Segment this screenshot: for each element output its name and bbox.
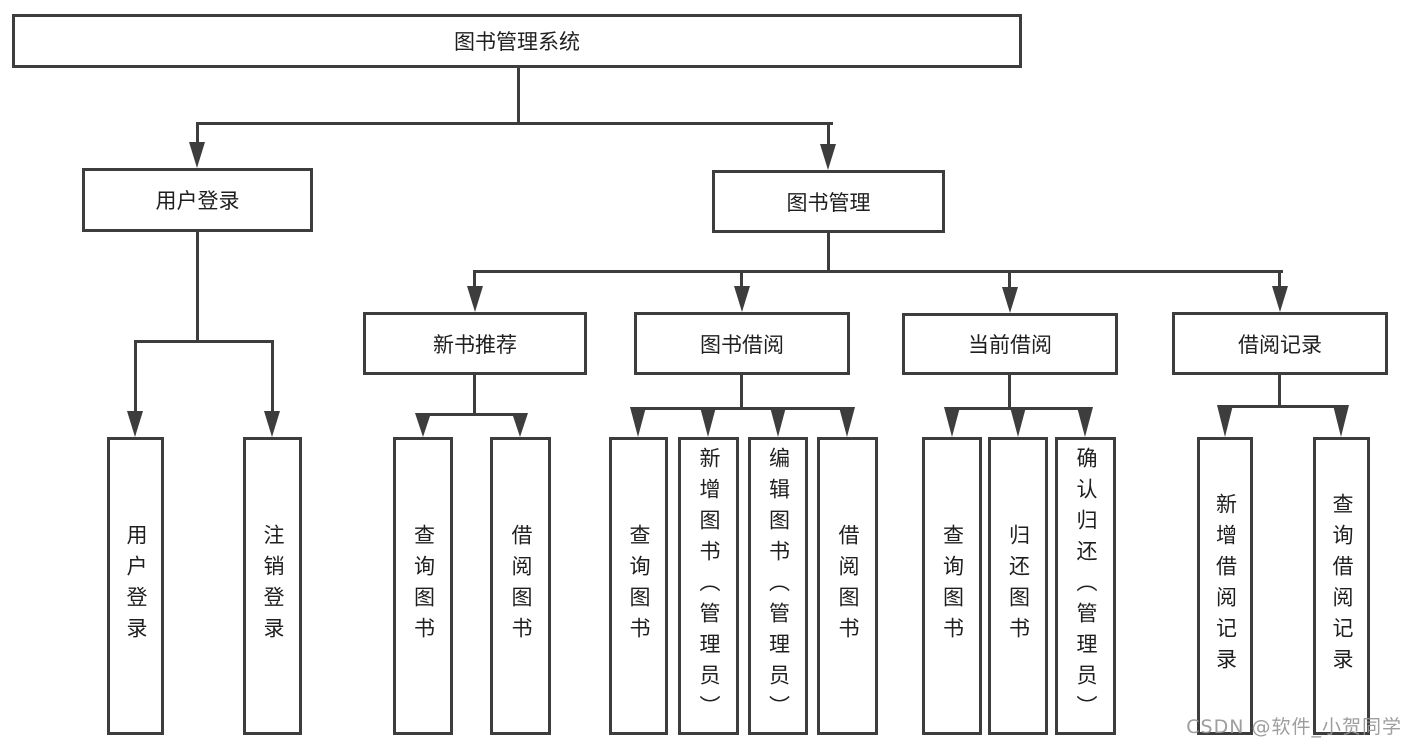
leaf-return-book: 归还图书 [988,437,1048,735]
node-book-borrow: 图书借阅 [634,312,850,375]
connector-root-splitter [196,122,833,125]
leaf-query-book-3-label: 查询图书 [940,524,965,648]
connector-new-book-recommend-splitter [421,413,523,416]
connector-user-login-stem [196,232,199,343]
leaf-confirm-return-label: 确认归还（管理员） [1074,446,1098,726]
leaf-logout: 注销登录 [243,437,302,735]
arrow-to-new-book-recommend [467,286,483,312]
connector-book-borrow-stem [740,375,743,410]
connector-root-stem [517,66,520,122]
leaf-query-book-1-label: 查询图书 [411,524,436,648]
arrow-to-confirm-return [1077,407,1093,437]
node-book-management: 图书管理 [712,170,945,233]
leaf-borrow-book-2-label: 借阅图书 [836,524,860,648]
arrow-to-add-record [1217,405,1233,437]
leaf-user-login-label: 用户登录 [124,524,148,648]
arrow-to-leaf-logout [264,411,280,437]
arrow-to-return-book [1010,407,1026,437]
leaf-add-borrow-record: 新增借阅记录 [1197,437,1253,735]
node-new-book-recommend-label: 新书推荐 [433,332,517,357]
leaf-edit-book: 编辑图书（管理员） [748,437,808,735]
node-new-book-recommend: 新书推荐 [363,312,587,375]
connector-user-login-splitter [134,340,274,343]
arrow-to-borrow-book-2 [839,407,855,437]
leaf-query-borrow-record: 查询借阅记录 [1313,437,1370,735]
node-current-borrow: 当前借阅 [902,313,1118,375]
connector-to-leaf-logout-stem [271,340,274,414]
connector-to-borrow-records-stem [1278,270,1281,290]
leaf-borrow-book-1-label: 借阅图书 [509,524,533,648]
leaf-query-book-3: 查询图书 [922,437,982,735]
arrow-to-query-record [1333,405,1349,437]
connector-to-new-book-recommend-stem [473,270,476,290]
leaf-user-login: 用户登录 [107,437,164,735]
csdn-watermark: CSDN @软件_小贺同学 [1186,716,1402,738]
node-library-management-system-label: 图书管理系统 [454,30,580,54]
leaf-logout-label: 注销登录 [261,524,285,648]
arrow-to-borrow-book-1 [512,413,528,437]
node-book-management-label: 图书管理 [786,190,871,215]
leaf-edit-book-label: 编辑图书（管理员） [766,446,791,726]
arrow-to-leaf-user-login [127,411,143,437]
leaf-borrow-book-1: 借阅图书 [490,437,551,735]
leaf-confirm-return: 确认归还（管理员） [1055,437,1116,735]
leaf-borrow-book-2: 借阅图书 [817,437,878,735]
arrow-to-book-borrow [734,286,750,312]
connector-to-book-borrow-stem [740,270,743,290]
node-library-management-system: 图书管理系统 [12,14,1022,68]
leaf-return-book-label: 归还图书 [1006,524,1031,648]
connector-book-management-splitter [473,270,1283,273]
leaf-query-book-2-label: 查询图书 [627,524,651,648]
leaf-add-borrow-record-label: 新增借阅记录 [1213,493,1238,679]
node-borrow-records-label: 借阅记录 [1238,332,1322,357]
connector-borrow-records-stem [1278,375,1281,408]
arrow-to-current-borrow [1002,287,1018,313]
leaf-add-book: 新增图书（管理员） [678,437,739,735]
arrow-to-user-login [189,142,205,168]
leaf-query-borrow-record-label: 查询借阅记录 [1330,493,1354,679]
connector-to-user-login-stem [196,122,199,146]
connector-to-current-borrow-stem [1008,270,1011,290]
node-borrow-records: 借阅记录 [1172,312,1388,375]
node-current-borrow-label: 当前借阅 [968,333,1052,357]
node-user-login-label: 用户登录 [155,189,240,213]
arrow-to-book-management [820,144,836,170]
node-user-login: 用户登录 [82,168,313,232]
connector-book-borrow-splitter [636,407,849,410]
arrow-to-query-book-1 [415,413,431,437]
connector-book-management-stem [827,233,830,273]
connector-to-leaf-user-login-stem [134,340,137,414]
connector-new-book-recommend-stem [473,375,476,416]
arrow-to-borrow-records [1272,286,1288,312]
arrow-to-add-book [700,407,716,437]
connector-current-borrow-stem [1008,375,1011,410]
leaf-add-book-label: 新增图书（管理员） [697,446,721,726]
arrow-to-query-book-2 [630,407,646,437]
leaf-query-book-1: 查询图书 [393,437,453,735]
node-book-borrow-label: 图书借阅 [700,332,784,357]
arrow-to-query-book-3 [944,407,960,437]
arrow-to-edit-book [770,407,786,437]
connector-to-book-management-stem [827,122,830,146]
connector-borrow-records-splitter [1223,405,1345,408]
leaf-query-book-2: 查询图书 [609,437,668,735]
